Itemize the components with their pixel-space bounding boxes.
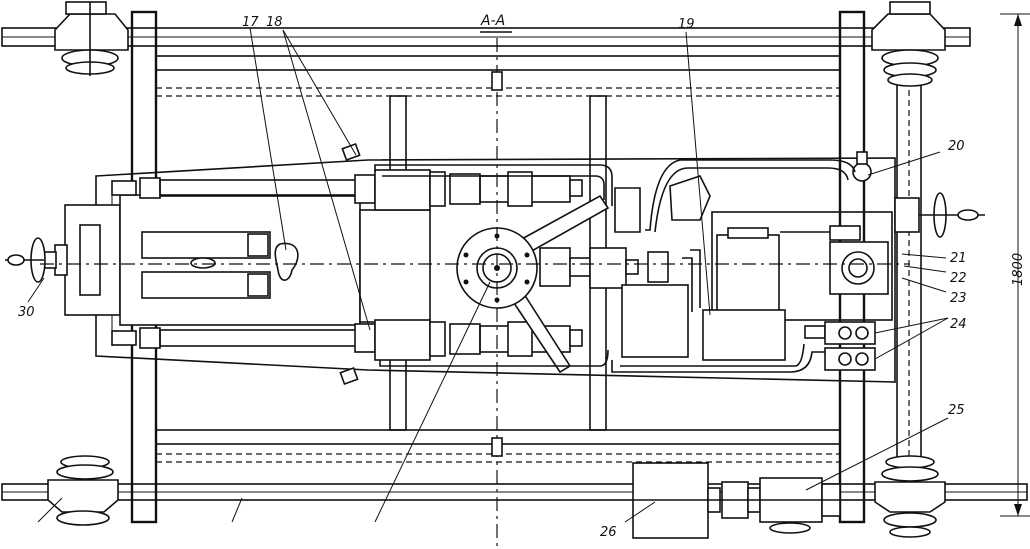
callout-17: 17	[242, 15, 259, 30]
wheel-bottom-right	[874, 455, 946, 538]
hydraulic-pipes	[374, 159, 856, 373]
right-handwheel	[894, 192, 985, 238]
callout-26: 26	[600, 525, 617, 540]
callout-20: 20	[948, 139, 965, 154]
callout-19: 19	[678, 17, 695, 32]
leader-lines	[27, 27, 949, 523]
callout-18: 18	[266, 15, 283, 30]
central-pivot	[456, 194, 610, 374]
small-fittings	[339, 142, 361, 386]
dimension-1800	[1000, 13, 1030, 517]
callout-22: 22	[950, 271, 967, 286]
callout-21: 21	[950, 251, 967, 266]
callout-23: 23	[950, 291, 967, 306]
dimension-label: 1800	[1011, 253, 1026, 286]
wheel-top-right	[871, 1, 946, 87]
wheel-top-left	[54, 1, 129, 76]
handwheel-30	[5, 237, 68, 283]
top-rail	[1, 27, 971, 47]
pump-drive	[539, 175, 711, 289]
callout-24: 24	[950, 317, 967, 332]
motor-assembly	[632, 462, 841, 539]
bottom-rail	[1, 483, 1028, 501]
section-label: A-A	[480, 13, 505, 29]
equipment-bay	[621, 211, 893, 361]
left-carriage	[64, 194, 431, 326]
callout-25: 25	[948, 403, 965, 418]
valve-20	[852, 151, 872, 182]
section-line	[480, 31, 512, 549]
wheel-bottom-left	[47, 455, 119, 526]
lower-cylinder	[111, 319, 583, 361]
valve-block-24	[804, 321, 876, 371]
callout-30: 30	[18, 305, 35, 320]
